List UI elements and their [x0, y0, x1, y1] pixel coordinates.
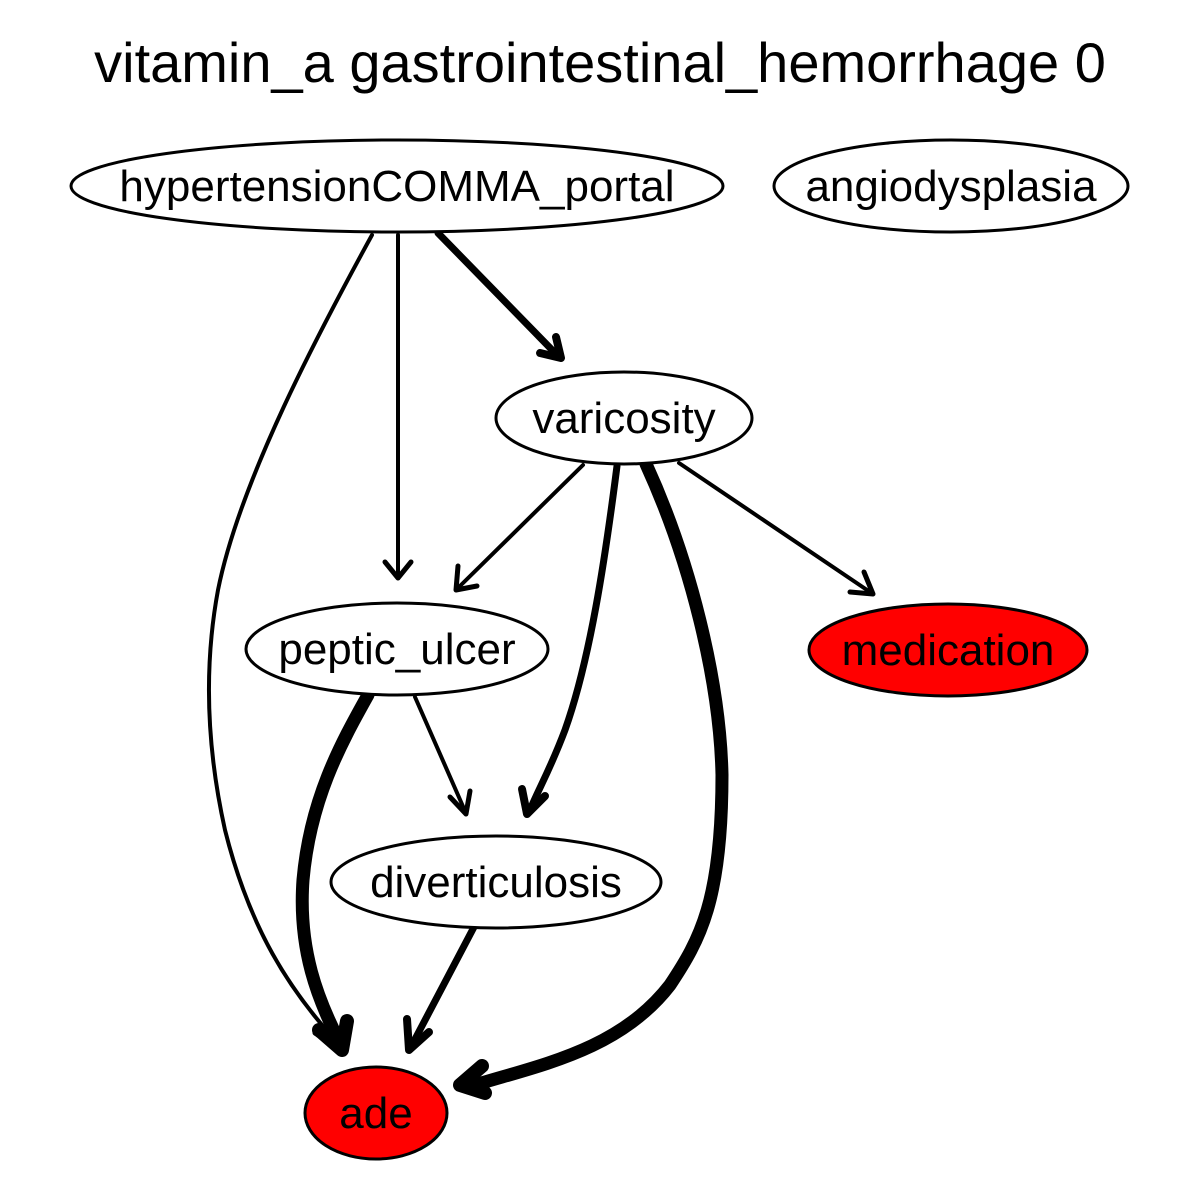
node-medication: medication	[807, 602, 1089, 698]
edge-line	[458, 463, 585, 588]
edge-varicosity-to-diverticulosis	[518, 462, 621, 818]
node-ade: ade	[303, 1065, 449, 1161]
node-hypertension_portal: hypertensionCOMMA_portal	[69, 138, 725, 234]
edge-line	[434, 229, 561, 359]
arrowhead-icon	[453, 1059, 492, 1100]
edge-varicosity-to-medication	[677, 461, 876, 597]
node-label: angiodysplasia	[805, 162, 1097, 211]
arrowhead-icon	[518, 785, 549, 818]
diagram-title: vitamin_a gastrointestinal_hemorrhage 0	[94, 31, 1106, 94]
node-diverticulosis: diverticulosis	[329, 834, 663, 930]
arrowhead-icon	[453, 563, 480, 593]
edge-line	[468, 457, 729, 1092]
edge-line	[413, 695, 467, 813]
edge-varicosity-to-peptic_ulcer	[453, 463, 585, 593]
node-label: hypertensionCOMMA_portal	[119, 162, 674, 211]
edges-layer	[206, 229, 876, 1100]
node-label: peptic_ulcer	[278, 625, 515, 674]
edge-line	[409, 923, 478, 1047]
node-peptic_ulcer: peptic_ulcer	[244, 601, 550, 697]
arrowhead-icon	[536, 333, 565, 362]
node-ellipse	[772, 138, 1130, 234]
edge-line	[206, 233, 374, 1042]
arrowhead-icon	[382, 559, 414, 581]
edge-hypertension_portal-to-peptic_ulcer	[382, 233, 414, 581]
edge-line	[677, 461, 872, 594]
edge-line	[295, 688, 375, 1050]
node-ellipse	[244, 601, 550, 697]
edge-peptic_ulcer-to-diverticulosis	[413, 695, 473, 817]
arrowhead-icon	[847, 569, 876, 597]
edge-line	[526, 462, 621, 814]
arrowhead-icon	[312, 1014, 354, 1057]
node-label: varicosity	[532, 394, 715, 443]
edge-varicosity-to-ade	[453, 457, 729, 1100]
node-label: ade	[339, 1089, 412, 1138]
node-varicosity: varicosity	[494, 370, 754, 466]
nodes-layer: hypertensionCOMMA_portal angiodysplasia va…	[69, 138, 1130, 1161]
edge-peptic_ulcer-to-ade	[295, 688, 375, 1057]
node-ellipse	[494, 370, 754, 466]
node-ellipse	[303, 1065, 449, 1161]
edge-diverticulosis-to-ade	[403, 923, 478, 1054]
node-angiodysplasia: angiodysplasia	[772, 138, 1130, 234]
node-label: diverticulosis	[370, 858, 622, 907]
node-label: medication	[842, 626, 1055, 675]
node-ellipse	[329, 834, 663, 930]
arrowhead-icon	[447, 788, 473, 817]
node-ellipse	[807, 602, 1089, 698]
edge-hypertension_portal-to-varicosity	[434, 229, 565, 362]
arrowhead-icon	[403, 1015, 433, 1054]
node-ellipse	[69, 138, 725, 234]
